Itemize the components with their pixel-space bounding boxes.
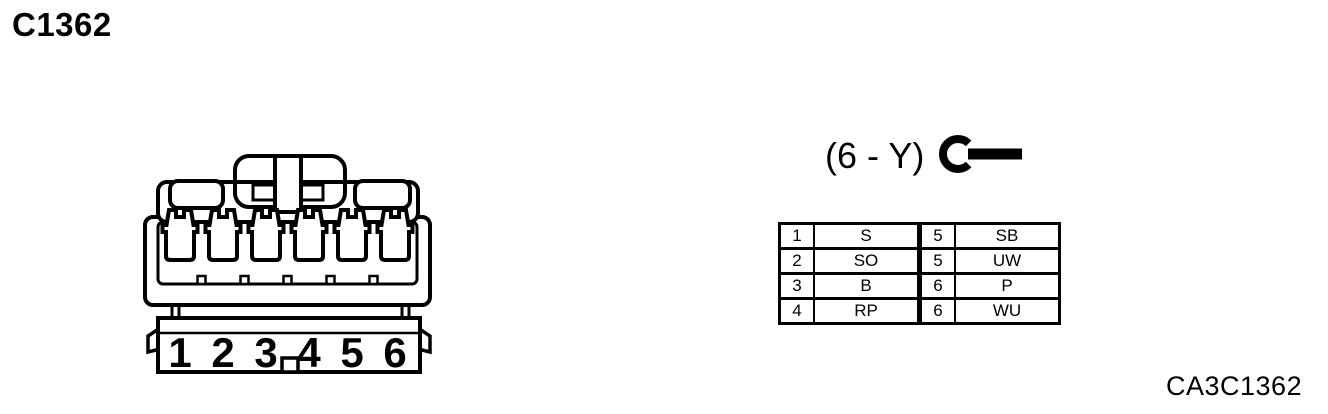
pin-cell: 1 bbox=[778, 222, 815, 250]
pin-cell: 3 bbox=[778, 272, 815, 300]
latch-tab bbox=[273, 154, 303, 214]
pin-cell: 5 bbox=[917, 247, 956, 275]
terminal-cavity bbox=[160, 208, 200, 262]
wire-cell: B bbox=[813, 272, 921, 300]
connector-block-right bbox=[353, 179, 412, 210]
terminal-cavity bbox=[289, 208, 329, 262]
connector-block-left bbox=[168, 179, 225, 210]
terminal-group bbox=[160, 208, 415, 262]
terminal-cavity bbox=[332, 208, 372, 262]
tick-mark bbox=[282, 274, 293, 286]
tick-group bbox=[196, 274, 379, 286]
terminal-cavity bbox=[375, 208, 415, 262]
wire-cell: WU bbox=[954, 297, 1061, 325]
pin-cell: 6 bbox=[917, 297, 956, 325]
terminal-symbol: (6 - Y) bbox=[825, 135, 1022, 176]
pin-cell: 5 bbox=[917, 222, 956, 250]
wire-cell: P bbox=[954, 272, 1061, 300]
latch-step-right bbox=[299, 183, 325, 202]
pin-cell: 6 bbox=[917, 272, 956, 300]
wire-cell: S bbox=[813, 222, 921, 250]
ring-terminal-icon bbox=[939, 135, 1022, 173]
latch-step-left bbox=[251, 183, 277, 202]
pin-number-label: 3 bbox=[254, 329, 277, 376]
wire-cell: SO bbox=[813, 247, 921, 275]
pin-number-label: 5 bbox=[340, 329, 363, 376]
tick-mark bbox=[239, 274, 250, 286]
pin-number-label: 2 bbox=[211, 329, 234, 376]
diagram-code: CA3C1362 bbox=[1166, 371, 1303, 401]
terminal-cavity bbox=[203, 208, 243, 262]
pin-number-label: 6 bbox=[383, 329, 406, 376]
wire-cell: RP bbox=[813, 297, 921, 325]
pin-cell: 2 bbox=[778, 247, 815, 275]
terminal-symbol-label: (6 - Y) bbox=[825, 135, 924, 176]
tick-mark bbox=[325, 274, 336, 286]
pin-cell: 4 bbox=[778, 297, 815, 325]
tick-mark bbox=[368, 274, 379, 286]
strip-index-notch bbox=[280, 356, 300, 374]
wire-cell: SB bbox=[954, 222, 1061, 250]
pin-number-label: 4 bbox=[297, 329, 321, 376]
tick-mark bbox=[196, 274, 207, 286]
wire-cell: UW bbox=[954, 247, 1061, 275]
pin-number-label: 1 bbox=[168, 329, 191, 376]
connector-bottom-strip-group bbox=[146, 316, 432, 374]
page-title: C1362 bbox=[12, 6, 112, 43]
terminal-cavity bbox=[246, 208, 286, 262]
